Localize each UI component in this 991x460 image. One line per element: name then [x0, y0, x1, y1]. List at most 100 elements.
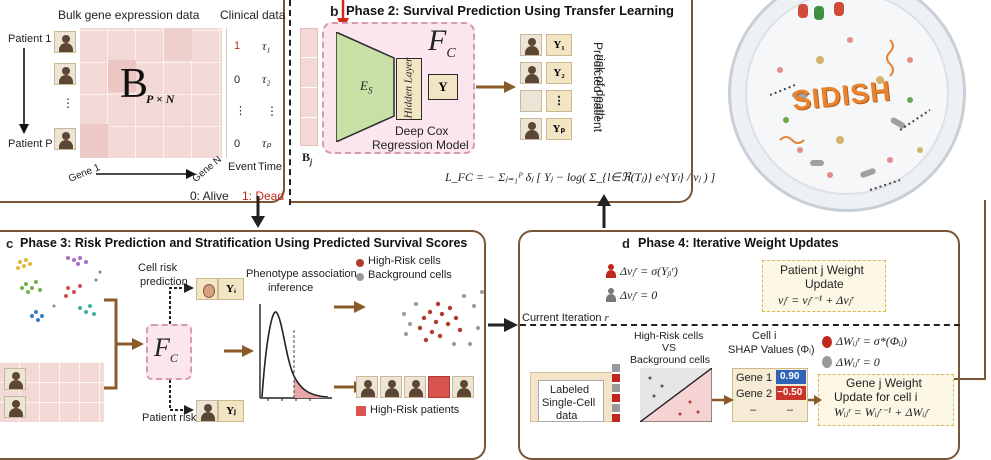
feedback-line-vertical: [984, 200, 986, 380]
matrix-dimensions: P × N: [146, 92, 175, 106]
cell-risk-icon: [196, 278, 218, 300]
patient-1-avatar: [54, 31, 76, 53]
patient-weight-title-1: Patient j Weight: [780, 263, 864, 277]
panel-c-title: Phase 3: Risk Prediction and Stratificat…: [20, 236, 468, 250]
output-y-1: Y₁: [546, 34, 572, 56]
clinical-table: [226, 28, 283, 158]
high-risk-cell-icon-d: [822, 336, 832, 348]
patient-risk-y: Yⱼ: [218, 400, 244, 422]
vs-line-2: VS: [662, 342, 677, 354]
patient-last-label: Patient P: [8, 138, 53, 150]
vs-line-1: High-Risk cells: [634, 330, 704, 342]
time-column-label: Time: [258, 161, 283, 173]
panel-b: [291, 0, 693, 203]
hidden-layer-box: [396, 58, 422, 120]
event-4: 0: [234, 138, 241, 150]
event-2: 0: [234, 74, 241, 86]
panel-divider: [289, 0, 291, 205]
vs-line-3: Background cells: [630, 354, 710, 366]
arrow-model-to-outputs: [476, 81, 516, 93]
eq-delta-v-zero: Δvⱼʳ = 0: [620, 288, 658, 302]
output-patient-p: [520, 118, 542, 140]
gene-weight-eq: Wᵢⱼʳ = Wᵢⱼʳ⁻¹ + ΔWᵢⱼʳ: [834, 405, 930, 419]
time-2: τ₂: [262, 72, 271, 86]
gene-axis-arrow: [96, 169, 196, 179]
arrows-into-fc-c: [104, 298, 144, 390]
shap-value-1-cell: [776, 370, 806, 384]
shap-title-1: Cell i: [752, 330, 777, 342]
legend-high-risk-cells: High-Risk cells: [368, 255, 441, 267]
patient-ellipsis: ⋮: [62, 96, 74, 110]
dashed-arrow-patient-risk: [169, 380, 194, 415]
output-y-p: Yₚ: [546, 118, 572, 140]
iteration-divider: [520, 324, 960, 326]
model-caption-1: Deep Cox: [395, 124, 449, 138]
patient-p-avatar: [54, 128, 76, 150]
event-column-label: Event: [228, 161, 257, 173]
label-color-bar: [612, 362, 620, 422]
shap-value-1: 0.90: [780, 371, 800, 382]
output-patient-2: [520, 62, 542, 84]
time-1: τ₁: [262, 39, 271, 53]
lower-patient-2: [4, 396, 26, 418]
panel-d-title: Phase 4: Iterative Weight Updates: [638, 236, 839, 250]
output-patient-1: [520, 34, 542, 56]
risk-cell-scatter: [402, 290, 484, 346]
iteration-label: Current Iteration r: [522, 312, 609, 324]
matrix-symbol: B: [120, 61, 149, 107]
umap-clusters: [16, 256, 102, 322]
panel-b-letter: b: [330, 3, 339, 19]
clinical-title: Clinical data: [220, 8, 286, 22]
phenotype-label-2: inference: [268, 282, 314, 294]
patient-strip: [356, 376, 484, 398]
patient-risk-label: Patient risk: [142, 412, 197, 424]
eq-delta-v-high: Δvⱼʳ = σ(Yᵦʳ): [620, 264, 678, 278]
classifier-plot: [640, 368, 712, 422]
arrow-classifier-to-shap: [712, 395, 734, 405]
shap-value-2-cell: [776, 386, 806, 400]
shap-gene-3: –: [750, 404, 757, 416]
legend-background-cells: Background cells: [368, 269, 452, 281]
cell-risk-y: Yᵢ: [218, 278, 244, 300]
legend-dead: 1: Dead: [242, 189, 285, 203]
arrow-d-to-b: [597, 194, 611, 228]
labeled-text-3: data: [556, 410, 578, 422]
patient-weight-title-2: Update: [805, 277, 844, 291]
patient-axis-arrow: [19, 48, 29, 134]
arrow-fc-to-density: [224, 345, 254, 357]
time-3: ⋮: [266, 104, 278, 118]
fc-model-box-c: [146, 324, 192, 380]
gene-weight-box: [818, 374, 954, 426]
output-y-2: Y₂: [546, 62, 572, 84]
arrow-a-to-c: [251, 196, 265, 228]
labeled-text-2: Single-Cell: [542, 397, 596, 409]
time-4: τₚ: [262, 136, 272, 150]
shap-gene-2: Gene 2: [736, 388, 773, 400]
lower-patient-1: [4, 368, 26, 390]
eq-delta-w-zero: ΔWᵢⱼʳ = 0: [836, 355, 880, 369]
encoder-label: ES: [360, 78, 373, 96]
legend-alive: 0: Alive: [190, 189, 229, 203]
legend-high-risk-dot: [356, 259, 364, 267]
arrow-density-to-cells: [334, 301, 366, 313]
cell-risk-label-1: Cell risk: [138, 262, 178, 274]
high-risk-patients-swatch: [356, 406, 366, 416]
eq-delta-w-high: ΔWᵢⱼʳ = σ*(Φᵢⱼ): [836, 334, 907, 348]
dashed-arrow-cell-risk: [169, 283, 194, 324]
model-symbol-fc: FC: [428, 24, 456, 61]
shap-value-2: −0.50: [777, 387, 803, 398]
panel-a: [0, 0, 285, 203]
labeled-single-cell-box: [538, 380, 604, 422]
gene-weight-title-2: Update for cell i: [834, 390, 918, 404]
output-patient-3: [520, 90, 542, 112]
sidish-plate-logo: [728, 0, 966, 212]
feedback-line: [936, 378, 986, 380]
event-3: ⋮: [235, 105, 246, 117]
panel-b-title: Phase 2: Survival Prediction Using Trans…: [346, 3, 674, 18]
labeled-text-1: Labeled: [550, 384, 590, 396]
patient-risk-icon: [196, 400, 218, 422]
arrow-shap-to-gene-weight: [808, 395, 822, 405]
loss-formula: L_FC = − Σⱼ₌₁ᴾ δⱼ [ Yⱼ − log( Σ_{l∈ℜ(Tⱼ)…: [445, 170, 716, 184]
risk-density-plot: [259, 304, 332, 401]
shap-value-3: –: [787, 404, 794, 416]
